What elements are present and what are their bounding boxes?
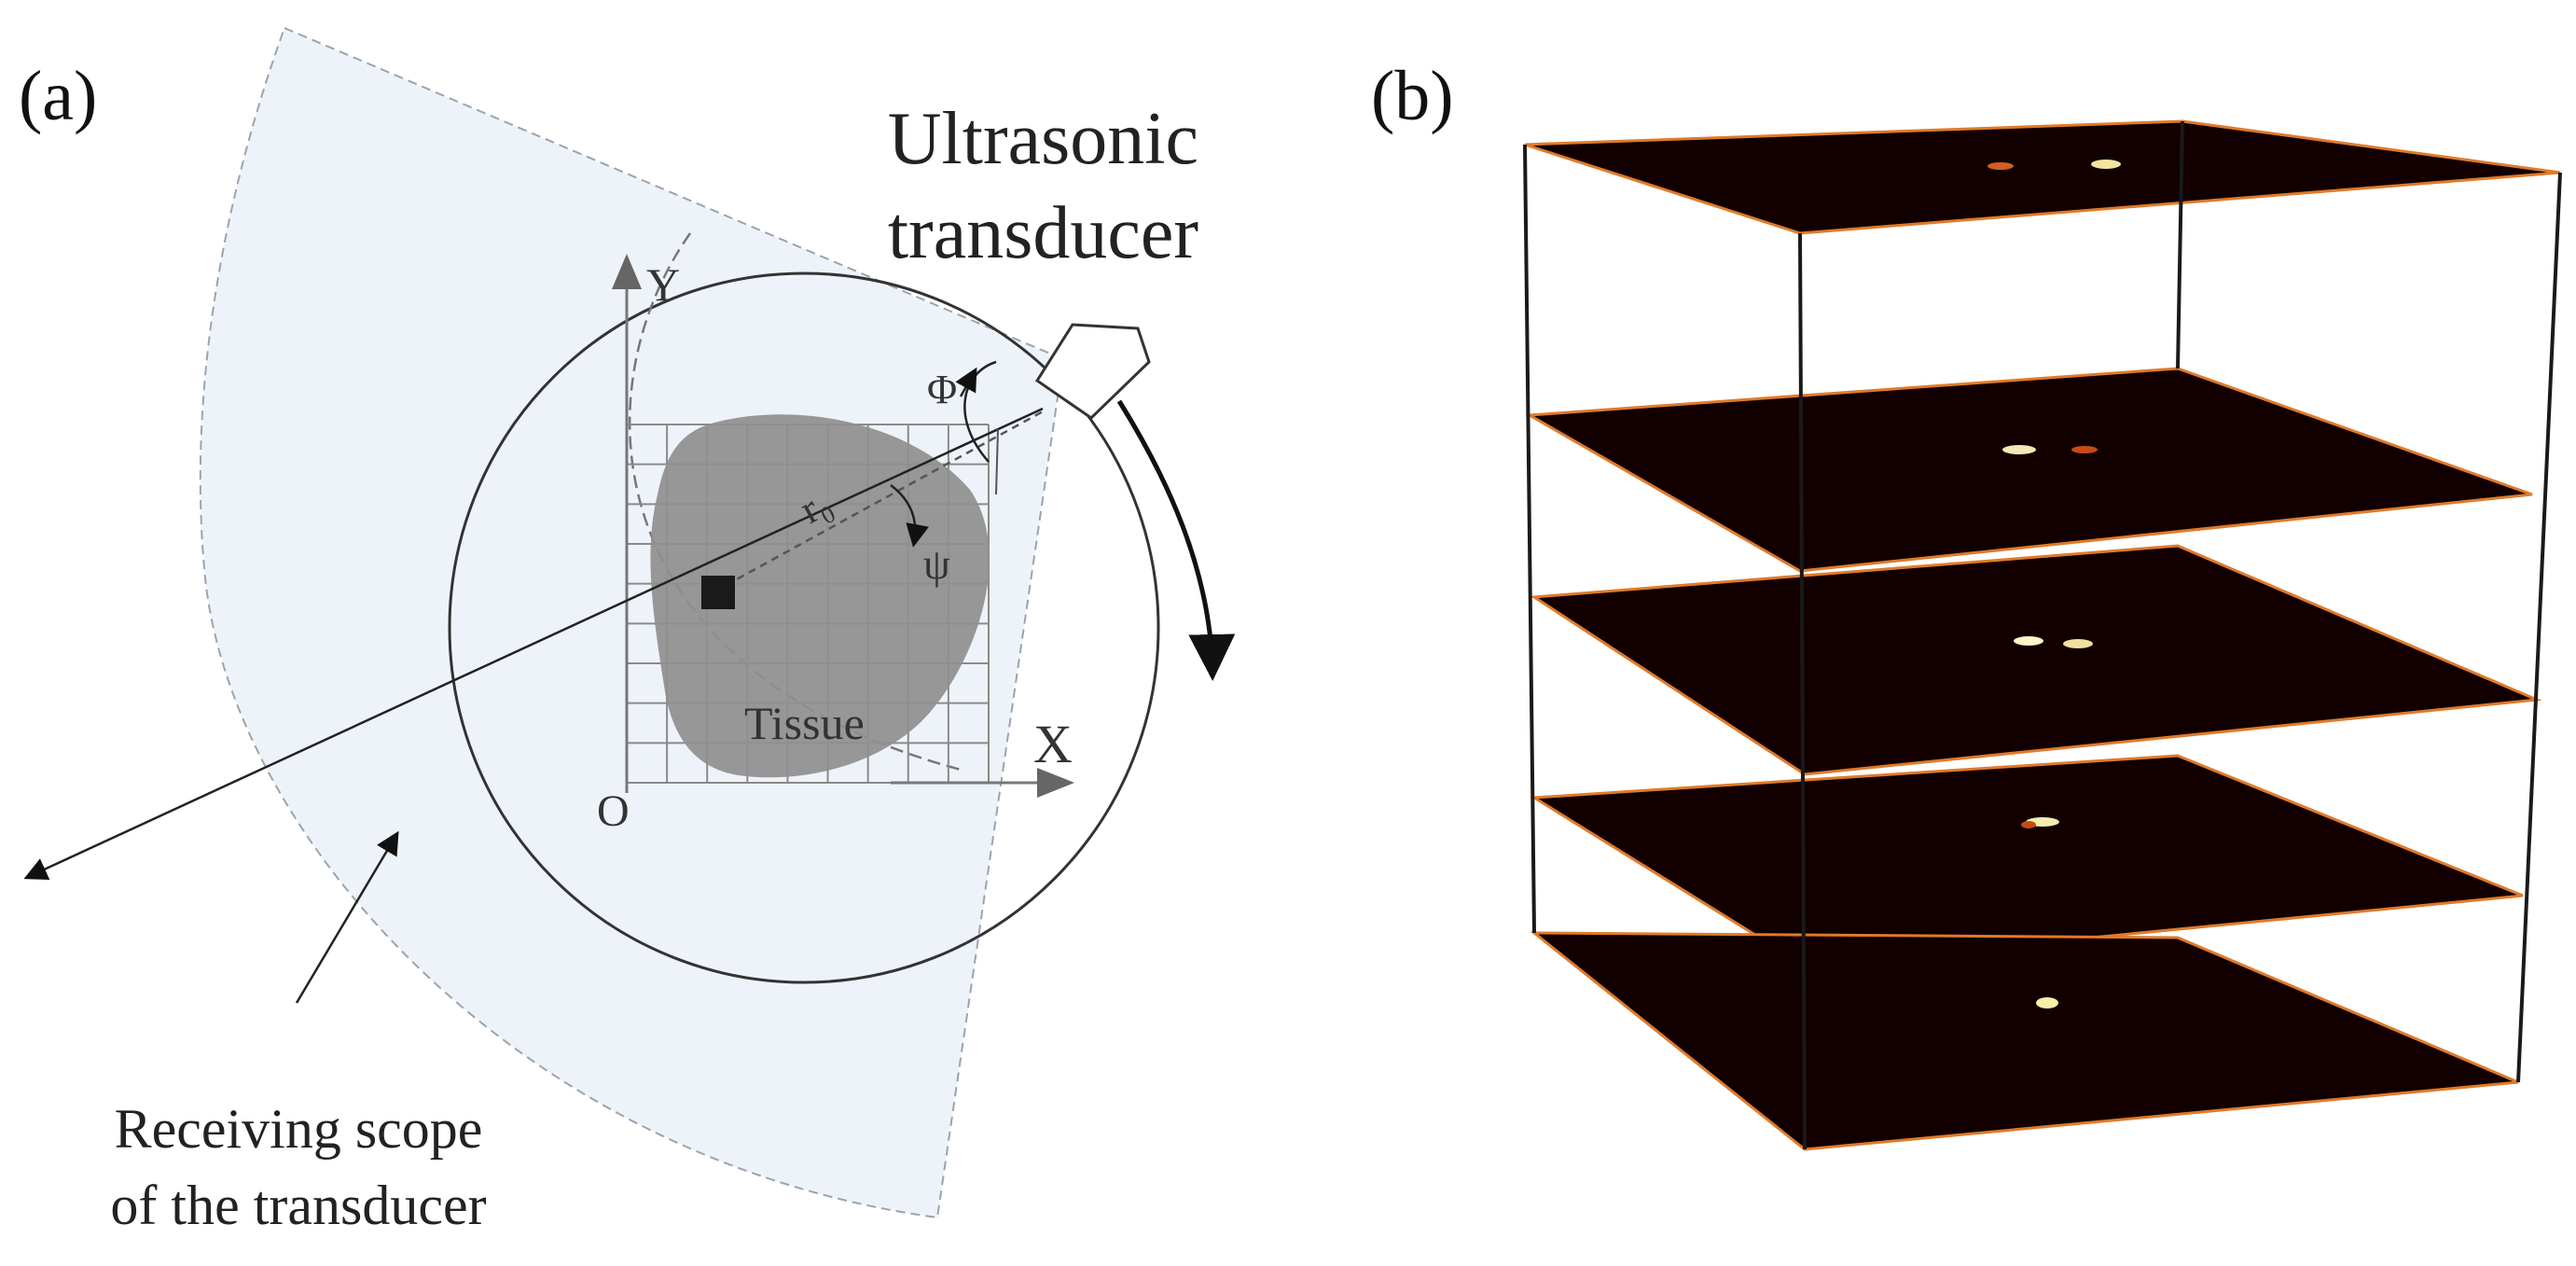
slice-5 [1530,931,2519,1151]
panel-a-label: (a) [19,57,97,135]
slice-stack [1523,119,2562,1151]
scope-label-line1: Receiving scope [115,1098,483,1160]
x-axis-label: X [1033,714,1073,774]
hotspot [2002,445,2036,454]
transducer-icon [1034,323,1151,420]
y-axis-label: Y [646,258,680,311]
tissue-region [650,414,990,778]
phi-ref-line [995,428,999,495]
panel-b-label: (b) [1371,57,1454,135]
phi-arc [963,360,997,463]
transducer-title-line1: Ultrasonic [888,98,1198,180]
panel-a: (a) Y X O r₀ ψ Φ [19,26,1236,1236]
psi-label: ψ [923,540,950,588]
y-axis-arrow-icon [612,254,642,289]
slice-2 [1525,367,2533,573]
hotspot [2021,821,2036,828]
hotspot [2063,639,2093,648]
hotspot [1987,162,2014,170]
slice-3 [1530,544,2542,776]
r0-line [713,409,1046,593]
panel-b: (b) [1371,57,2562,1151]
orbit-circle [448,271,1160,984]
scope-pointer-arrow [295,830,399,1004]
hotspot [2091,160,2121,169]
hotspot [2036,997,2058,1009]
x-axis-arrow-icon [1037,768,1074,798]
bounding-box-edges [1523,120,2562,1150]
slice-4 [1530,754,2524,967]
transducer-title-line2: transducer [888,192,1198,274]
psi-arc [890,484,929,548]
rotation-arrow [1116,399,1236,681]
target-pixel [701,576,735,609]
origin-label: O [597,786,630,836]
phi-label: Φ [927,367,957,412]
tissue-label: Tissue [744,697,865,749]
beam-line [23,407,1044,880]
hotspot [2014,636,2043,646]
scope-label-line2: of the transducer [110,1175,486,1236]
phi-arrow [955,367,977,397]
hotspot [2071,446,2098,453]
slice-1 [1524,119,2561,235]
